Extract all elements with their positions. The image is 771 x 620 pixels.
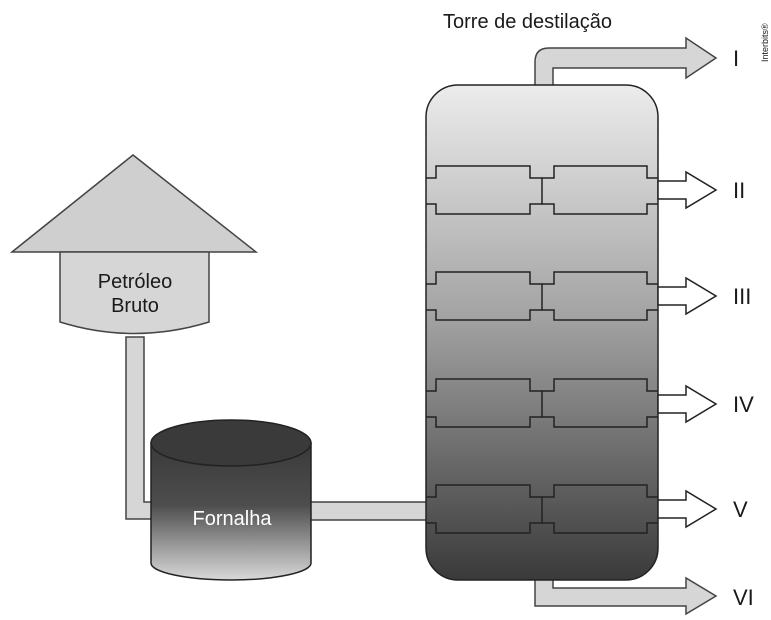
tray-level-3 xyxy=(426,378,658,428)
output-label-i: I xyxy=(733,46,739,71)
tray-left xyxy=(426,165,543,215)
tray-right xyxy=(542,271,658,321)
tray-level-1 xyxy=(426,165,658,215)
crude-oil-tank: Petróleo Bruto xyxy=(9,154,259,335)
tray-right xyxy=(542,165,658,215)
credit-text: Interbits® xyxy=(760,23,770,62)
furnace: Fornalha xyxy=(150,419,312,581)
output-pipe-vi xyxy=(534,574,718,616)
tray-level-2 xyxy=(426,271,658,321)
output-arrow-ii xyxy=(657,170,718,210)
tray-left xyxy=(426,484,543,534)
pipe-furnace-to-tower xyxy=(308,501,428,521)
output-label-ii: II xyxy=(733,178,745,203)
tank-body xyxy=(59,251,210,335)
tray-left xyxy=(426,378,543,428)
output-label-vi: VI xyxy=(733,585,754,610)
tray-right xyxy=(542,484,658,534)
output-arrow-v xyxy=(657,489,718,529)
tower-title: Torre de destilação xyxy=(443,11,612,33)
furnace-body xyxy=(150,442,312,581)
distillation-tower xyxy=(425,84,659,581)
tray-right xyxy=(542,378,658,428)
tank-label-line1: Petróleo xyxy=(98,271,173,293)
tank-label-line2: Bruto xyxy=(111,295,159,317)
furnace-label: Fornalha xyxy=(193,508,273,530)
output-label-v: V xyxy=(733,497,748,522)
output-label-iv: IV xyxy=(733,392,754,417)
output-arrow-iii xyxy=(657,276,718,316)
tray-level-4 xyxy=(426,484,658,534)
output-pipe-i xyxy=(534,36,718,87)
tray-left xyxy=(426,271,543,321)
output-arrow-iv xyxy=(657,384,718,424)
furnace-top xyxy=(150,419,312,467)
tank-roof xyxy=(9,154,259,253)
output-label-iii: III xyxy=(733,284,751,309)
